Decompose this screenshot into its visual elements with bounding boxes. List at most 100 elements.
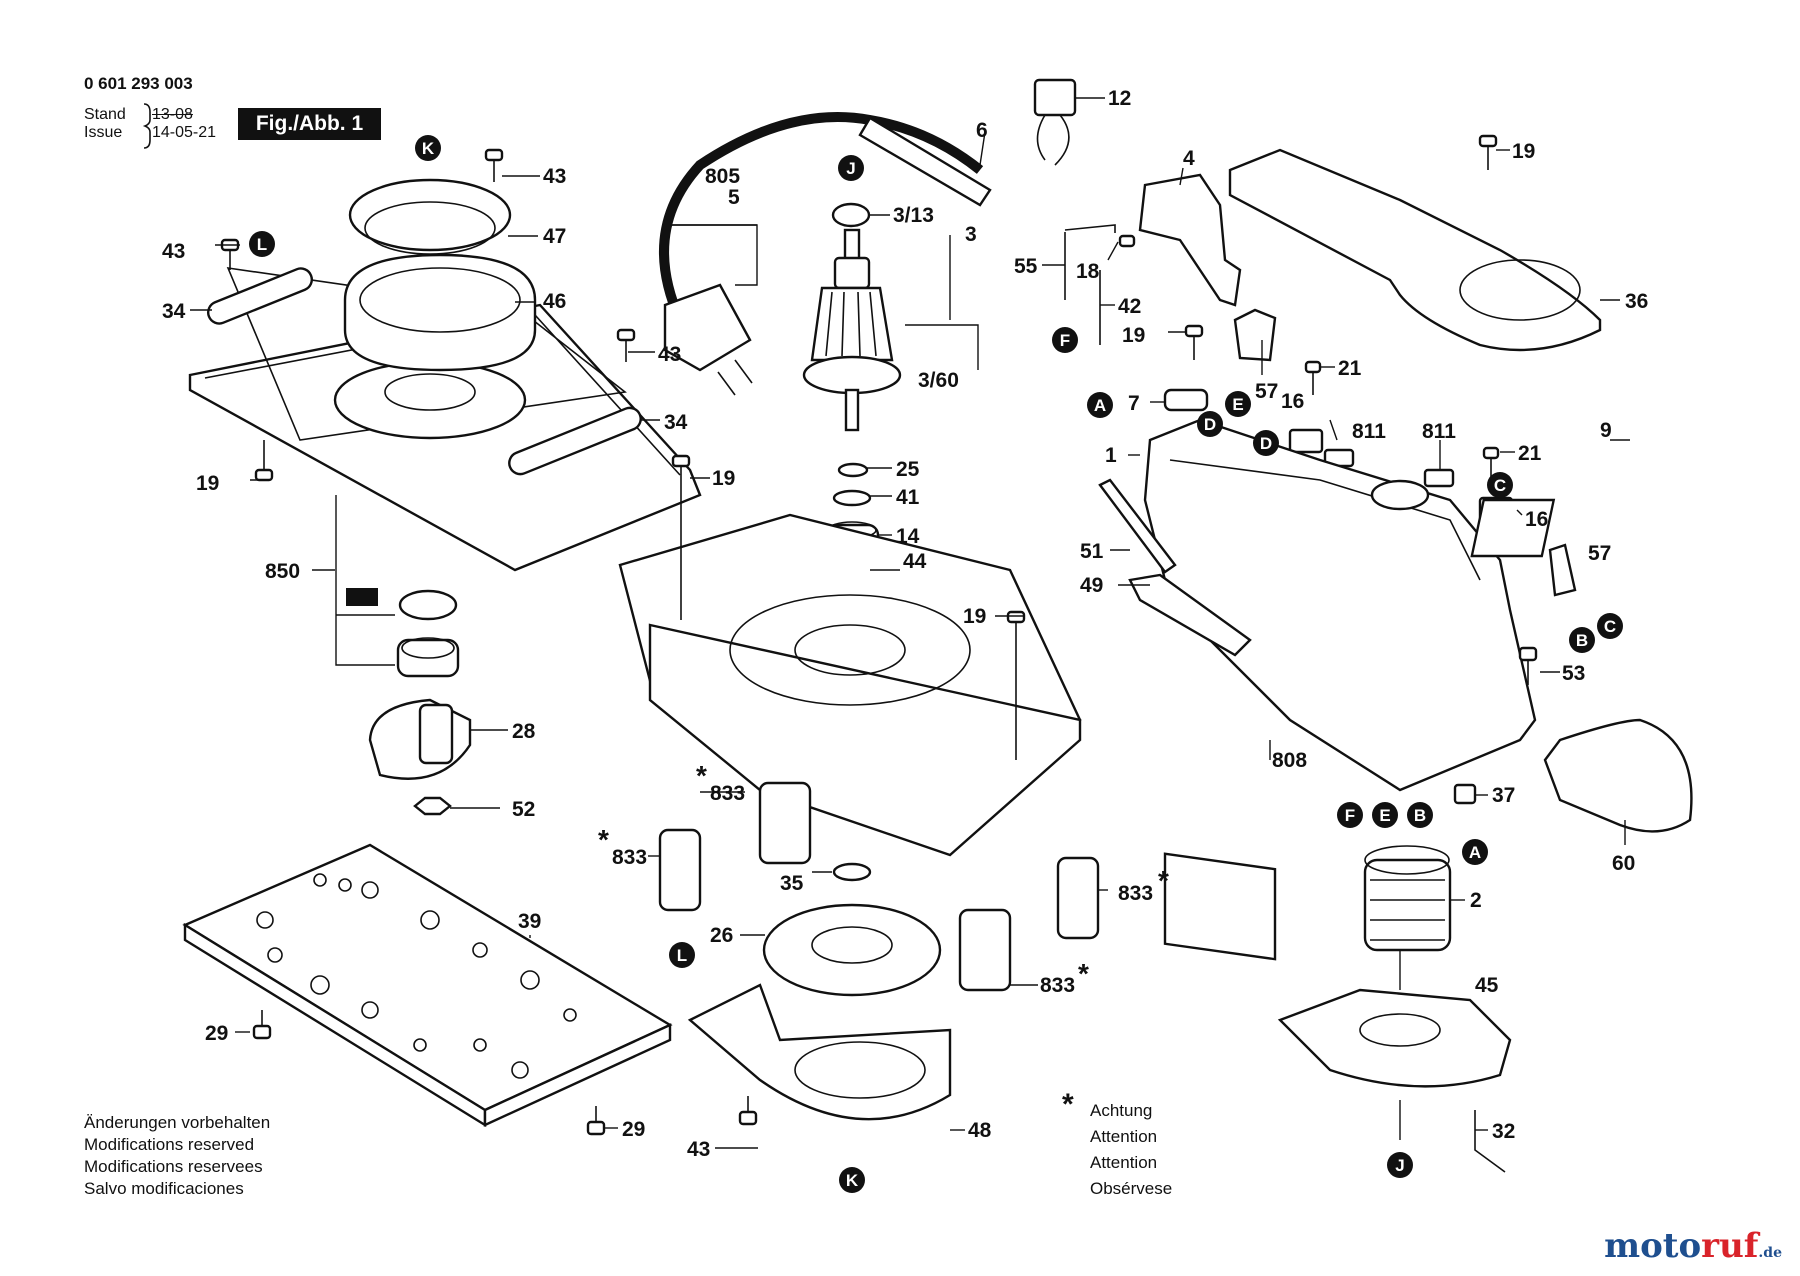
connector-f-stator: F [1337,802,1363,828]
attention-fr: Attention [1090,1153,1158,1172]
label-39: 39 [518,910,541,933]
housing-44-side [648,623,1082,857]
label-46: 46 [543,290,566,313]
armature-slots [825,291,877,357]
attention-es: Obsérvese [1090,1179,1173,1198]
power-cord [659,112,992,396]
connector-l-top: L [249,231,275,257]
label-833-b: 833 [612,846,647,869]
svg-text:D: D [1204,415,1216,434]
label-43-c: 43 [658,343,681,366]
label-19-b: 19 [712,467,735,490]
screw-53 [1518,646,1538,685]
label-5: 5 [728,186,740,209]
label-37: 37 [1492,784,1515,807]
brand-accent: ruf [1701,1226,1759,1266]
armature-shaft-bottom [844,388,860,432]
eccentric-weight [368,698,472,816]
label-21-a: 21 [1338,357,1362,380]
label-34-b: 34 [664,411,688,434]
base-plate-assembly [188,148,702,572]
eccentric-hub [418,703,454,765]
housing-44-bowl [729,594,971,706]
label-19-e: 19 [1512,140,1535,163]
asterisk-833-d: * [1078,958,1089,989]
screw-19-cover [1478,134,1498,170]
dust-collar-rim [359,267,521,333]
modifications-en: Modifications reserved [84,1135,255,1154]
mains-plug [663,283,752,372]
svg-text:J: J [1395,1156,1404,1175]
fan-3-60 [802,355,902,395]
fan-and-shroud [687,862,952,1126]
shoe-833-b [758,781,812,865]
label-808: 808 [1272,749,1307,772]
bottom-plate-45-bore [1359,1013,1441,1047]
screw-18 [1118,234,1136,248]
label-29-a: 29 [205,1022,228,1045]
plug-pin-2 [734,359,753,384]
asterisk-833-c: * [1158,865,1169,896]
svg-text:L: L [257,235,267,254]
connector-b-rocker: B [1569,627,1595,653]
connector-f-switch: F [1052,327,1078,353]
svg-text:L: L [677,946,687,965]
screw-43-right [616,328,636,362]
label-811-b: 811 [1422,420,1456,443]
gear-housing-44 [618,454,1082,857]
screw-29-left [252,1010,272,1040]
label-53: 53 [1562,662,1585,685]
connector-e-stator: E [1372,802,1398,828]
switch-group [1064,173,1577,597]
motor-housing-1 [1098,418,1556,961]
label-18: 18 [1076,260,1100,283]
connector-d-switch: D [1197,411,1223,437]
plug-pin-1 [717,371,736,396]
connector-d-brush: D [1253,430,1279,456]
label-2: 2 [1470,889,1482,912]
clip-32 [1474,1110,1506,1173]
slider-7 [1163,388,1209,412]
cover-36-dome [1459,259,1581,321]
label-6: 6 [976,119,988,142]
new-date: 14-05-21 [152,124,217,141]
label-47: 47 [543,225,566,248]
sanding-pad [182,843,673,1136]
label-26: 26 [710,924,733,947]
label-29-b: 29 [622,1118,645,1141]
armature-assembly [802,202,979,432]
connector-a-switch: A [1087,392,1113,418]
label-833-c: 833 [1118,882,1153,905]
label-44: 44 [903,550,927,573]
fan-26-hub [811,926,893,964]
stand-label: Stand [84,106,126,123]
label-14: 14 [896,525,920,548]
label-36: 36 [1625,290,1648,313]
field-coil-2 [1363,858,1452,952]
bearing-set [335,495,460,678]
switch-rocker-57 [1233,308,1277,362]
document-number: 0 601 293 003 [84,74,193,93]
housing-1-bore [1370,479,1430,511]
attention-de: Achtung [1090,1101,1153,1120]
switch-rocker-57-right [1548,543,1577,597]
label-32: 32 [1492,1120,1515,1143]
screw-19-center [671,454,691,620]
screw-21-right [1482,446,1500,480]
attention-en: Attention [1090,1127,1158,1146]
pad-holes [256,873,577,1079]
label-12: 12 [1108,87,1131,110]
old-date: 13-08 [152,106,193,123]
connector-b-stator: B [1407,802,1433,828]
label-42: 42 [1118,295,1141,318]
shoe-833-a [658,828,702,912]
washer-41 [832,489,872,507]
clamp-bar-left [207,267,313,325]
connector-c-rocker: C [1597,613,1623,639]
commutator [833,256,871,290]
attention-asterisk: * [1062,1088,1074,1121]
grease-symbol [346,588,378,606]
attention-markers: * * * * [598,760,1169,989]
cord-sleeve-6 [858,116,992,207]
